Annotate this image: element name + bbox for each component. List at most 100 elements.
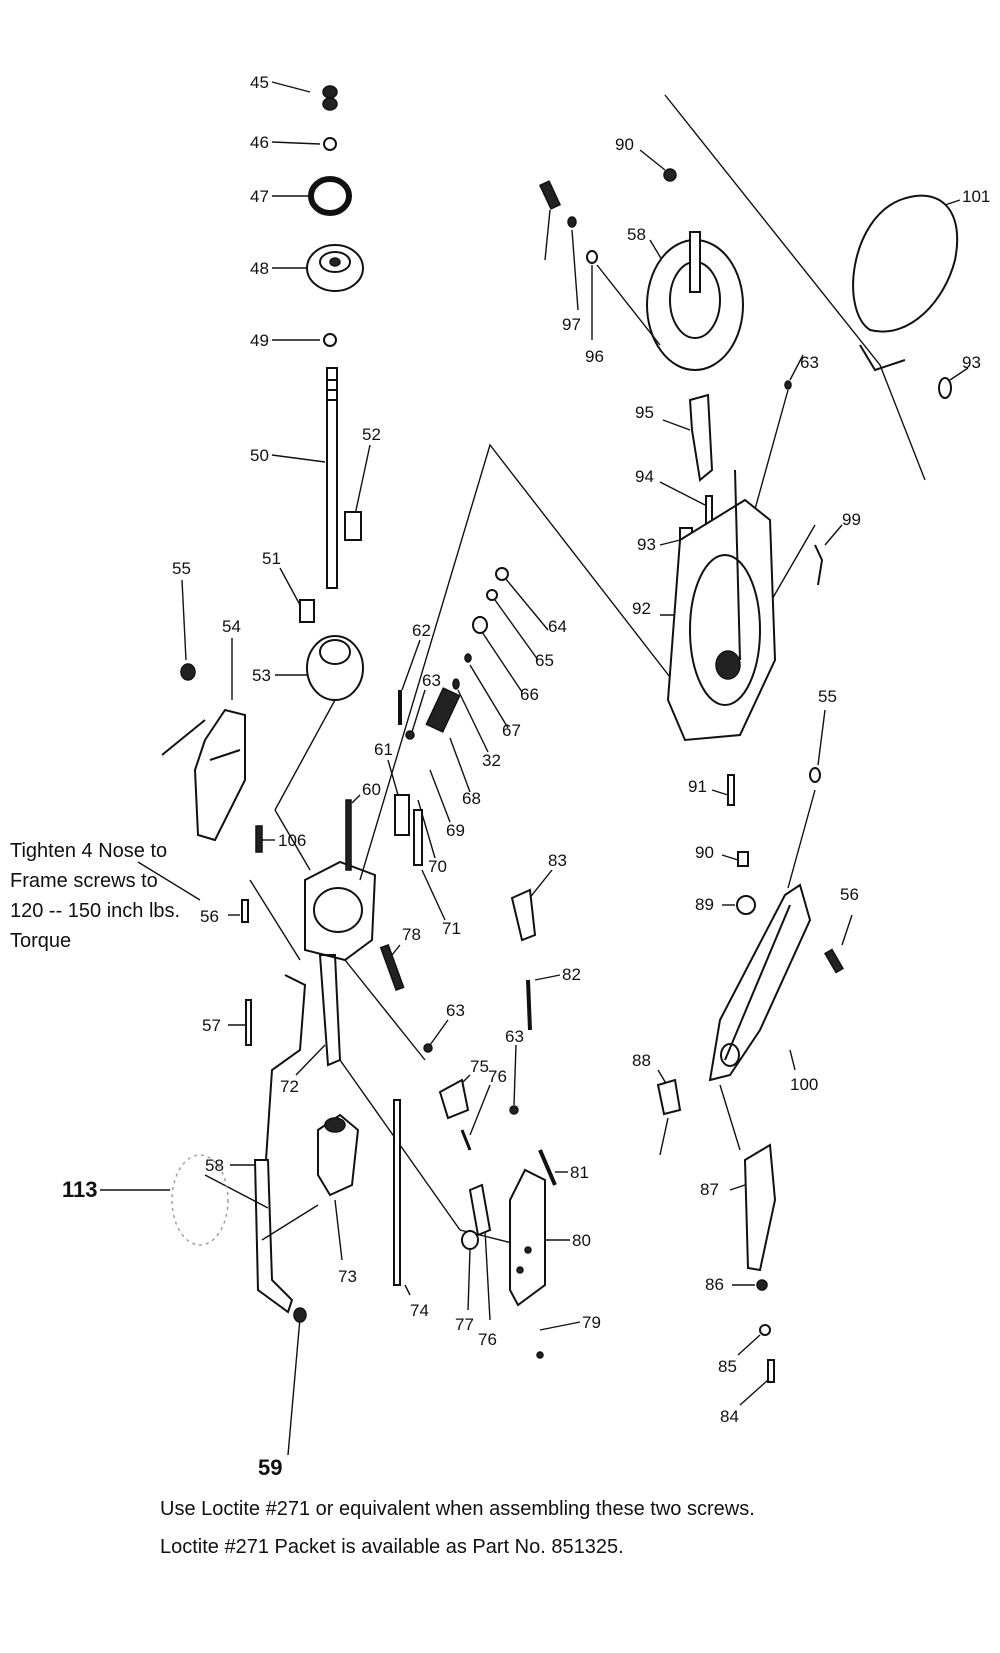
callout-63-a: 63 (422, 671, 441, 690)
part-85-washer (737, 1324, 771, 1356)
callout-71: 71 (442, 919, 461, 938)
callout-93-b: 93 (637, 535, 656, 554)
torque-note-line-3: 120 -- 150 inch lbs. (10, 900, 181, 922)
part-97-parts (538, 180, 579, 311)
callout-93-a: 93 (962, 353, 981, 372)
part-58-lever (204, 974, 319, 1314)
part-81-spring (538, 1149, 568, 1186)
callout-72: 72 (280, 1077, 299, 1096)
callout-49: 49 (250, 331, 269, 350)
part-61-link (387, 759, 410, 836)
callout-56-a: 56 (200, 907, 219, 926)
callout-60: 60 (362, 780, 381, 799)
part-46-washer (271, 137, 337, 151)
callout-63-d: 63 (800, 353, 819, 372)
callout-100: 100 (790, 1075, 818, 1094)
callout-74: 74 (410, 1301, 429, 1320)
callout-83: 83 (548, 851, 567, 870)
part-82-spring (526, 974, 561, 1031)
callout-47: 47 (250, 187, 269, 206)
callout-76-b: 76 (478, 1330, 497, 1349)
loctite-note-line-2: Loctite #271 Packet is available as Part… (160, 1536, 624, 1558)
part-63-washer-b (423, 1019, 449, 1053)
callout-32: 32 (482, 751, 501, 770)
callout-68: 68 (462, 789, 481, 808)
part-113-assembly (100, 1154, 229, 1246)
part-96-washer (586, 250, 598, 340)
part-78-screw (379, 943, 405, 991)
part-88-link (656, 1069, 682, 1156)
callout-90-b: 90 (695, 843, 714, 862)
part-55-nut-b (787, 709, 826, 889)
part-74-rod (393, 1099, 411, 1296)
callout-66: 66 (520, 685, 539, 704)
part-63-washer-a (405, 689, 426, 740)
callout-82: 82 (562, 965, 581, 984)
part-72-shaft (295, 1044, 326, 1076)
callout-89: 89 (695, 895, 714, 914)
callout-45: 45 (250, 73, 269, 92)
parts-64-to-71 (413, 567, 549, 921)
part-89-washer (722, 895, 756, 915)
callout-54-a: 54 (222, 617, 241, 636)
part-94-pin (659, 481, 713, 527)
part-52-bracket (344, 444, 371, 541)
callout-76-a: 76 (488, 1067, 507, 1086)
callout-87: 87 (700, 1180, 719, 1199)
callout-67: 67 (502, 721, 521, 740)
callout-88: 88 (632, 1051, 651, 1070)
torque-note-line-1: Tighten 4 Nose to (10, 840, 168, 862)
torque-note: Tighten 4 Nose to Frame screws to 120 --… (10, 836, 180, 956)
part-86-screw (732, 1279, 768, 1291)
callout-78: 78 (402, 925, 421, 944)
part-62-spring (398, 639, 421, 725)
callout-61: 61 (374, 740, 393, 759)
part-87-bracket (729, 1143, 777, 1272)
part-91-pin (711, 774, 735, 806)
callout-52: 52 (362, 425, 381, 444)
part-60-pin (345, 794, 361, 871)
part-73-gear (317, 1113, 360, 1261)
callout-113: 113 (62, 1177, 98, 1202)
callout-80: 80 (572, 1231, 591, 1250)
part-106-screw (255, 825, 275, 853)
callout-96: 96 (585, 347, 604, 366)
part-57-pin (228, 999, 252, 1046)
part-48-pulley (272, 244, 364, 292)
callout-92: 92 (632, 599, 651, 618)
part-79-screw (536, 1321, 581, 1359)
part-54-housing (161, 638, 246, 842)
part-100-arm (708, 883, 812, 1151)
part-56-screw-b (824, 914, 853, 974)
callout-90-a: 90 (615, 135, 634, 154)
part-51-bushing (279, 567, 315, 623)
part-76-pin-b (468, 1183, 492, 1321)
part-76-pin-a (460, 1084, 491, 1151)
part-45-nut (271, 81, 338, 111)
callout-57: 57 (202, 1016, 221, 1035)
callout-85: 85 (718, 1357, 737, 1376)
callout-62: 62 (412, 621, 431, 640)
callout-48: 48 (250, 259, 269, 278)
part-83-clip (510, 869, 553, 942)
torque-note-line-4: Torque (10, 930, 72, 952)
callout-58-a: 58 (205, 1156, 224, 1175)
callout-64: 64 (548, 617, 567, 636)
part-75-pivot (438, 1074, 471, 1120)
part-77-link (461, 1230, 479, 1311)
callout-50: 50 (250, 446, 269, 465)
callout-55-a: 55 (172, 559, 191, 578)
part-84-bolt (739, 1359, 775, 1406)
part-59-screw (287, 1307, 307, 1456)
callout-59: 59 (258, 1455, 282, 1480)
callout-51: 51 (262, 549, 281, 568)
callout-94: 94 (635, 467, 654, 486)
callout-84: 84 (720, 1407, 739, 1426)
part-53-pulley (275, 635, 364, 701)
part-47-ring (272, 176, 352, 216)
callout-91: 91 (688, 777, 707, 796)
part-58-pulley (596, 231, 744, 371)
callout-73: 73 (338, 1267, 357, 1286)
part-92-housing (660, 469, 777, 742)
